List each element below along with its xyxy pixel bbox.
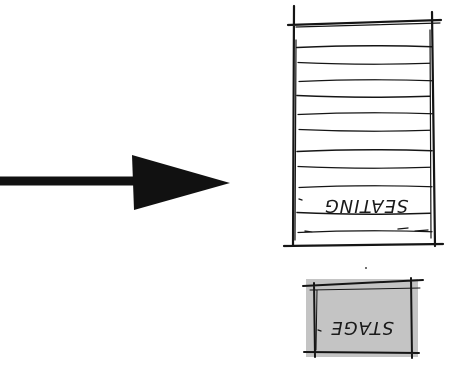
stage-fill [306, 279, 418, 357]
seating-row-line [297, 61, 431, 65]
seating-row-line [297, 230, 433, 234]
seating-row-line [298, 128, 431, 132]
seating-row-line [297, 112, 433, 116]
seating-row-line [296, 45, 433, 49]
seating-row-line [297, 165, 431, 169]
stage: STAGE [302, 277, 424, 359]
stage-frame [302, 277, 424, 359]
arrow-head [132, 155, 230, 210]
seating-row-line [298, 185, 433, 189]
seating-frame-retrace [294, 22, 441, 241]
seating-area: SEATING [282, 4, 445, 248]
seating-row-line [296, 94, 431, 98]
direction-arrow [0, 155, 230, 210]
seating-row-line [296, 211, 431, 215]
stage-mark [317, 329, 322, 332]
stage-frame-retrace [309, 287, 421, 351]
seating-row-line [296, 149, 433, 153]
seating-frame [282, 4, 445, 248]
stray-mark [365, 267, 367, 269]
seating-label: SEATING [324, 195, 409, 216]
seating-row-line [298, 79, 433, 83]
seating-marks [298, 198, 429, 233]
seating-rows [296, 45, 433, 234]
stage-label: STAGE [330, 317, 393, 338]
